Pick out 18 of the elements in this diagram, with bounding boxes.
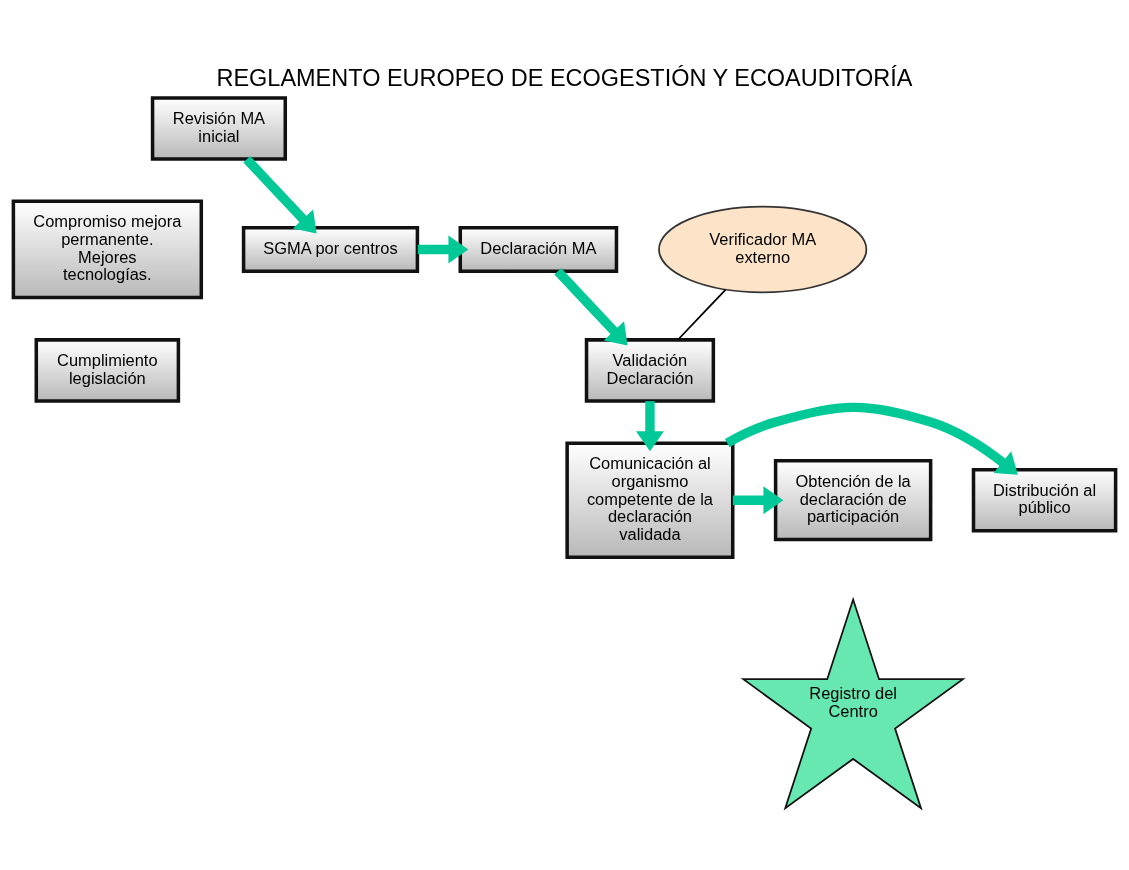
diagram-title: REGLAMENTO EUROPEO DE ECOGESTIÓN Y ECOAUDITORÍA bbox=[216, 64, 913, 91]
arrow bbox=[554, 267, 628, 345]
node-box: Obtención de la declaración de participación bbox=[773, 458, 933, 541]
node-box: Revisión MA inicial bbox=[150, 95, 288, 161]
node-box: Declaración MA bbox=[458, 225, 619, 273]
arrow bbox=[724, 402, 1018, 475]
arrow bbox=[417, 234, 469, 263]
node-box: Comunicación al organismo competente de la declaración validada bbox=[565, 440, 735, 559]
node-box: Validación Declaración bbox=[584, 337, 716, 403]
arrow bbox=[243, 155, 317, 234]
node-box: Distribución al público bbox=[971, 467, 1118, 532]
arrow bbox=[732, 485, 784, 514]
connector bbox=[677, 288, 727, 340]
node-box: Cumplimiento legislación bbox=[34, 337, 181, 403]
arrow bbox=[636, 400, 664, 451]
node-ellipse: Verificador MA externo bbox=[658, 205, 868, 293]
node-box: Compromiso mejora permanente. Mejores tecnologías. bbox=[11, 199, 204, 299]
node-box: SGMA por centros bbox=[241, 225, 420, 273]
